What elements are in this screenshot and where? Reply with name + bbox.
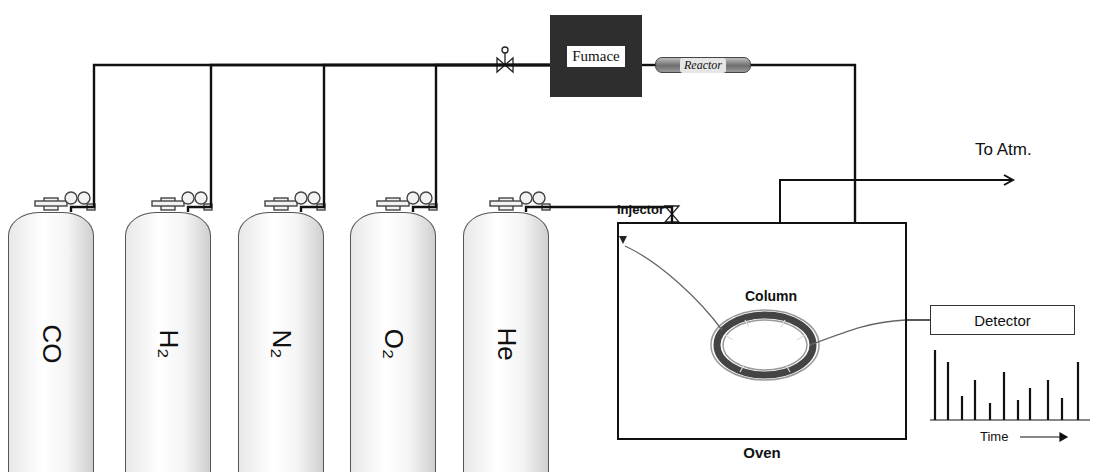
axis-label: Time	[980, 429, 1008, 444]
node-text: O₂	[378, 328, 409, 358]
gas-cylinder: He	[463, 212, 549, 472]
regulators	[35, 192, 550, 210]
furnace-box: Fumace	[550, 15, 642, 97]
chromatogram	[930, 350, 1090, 420]
gas-line	[642, 65, 655, 66]
gas-cylinder: O₂	[350, 212, 436, 472]
oven-box: Oven	[617, 222, 907, 440]
reactor-tube: Reactor	[655, 57, 751, 73]
gas-line	[413, 65, 550, 212]
vent-line	[780, 175, 1013, 222]
gas-line	[188, 65, 550, 212]
gas-cylinder: CO	[8, 212, 94, 472]
gas-line	[71, 65, 550, 212]
node-text: N₂	[266, 329, 297, 358]
gas-line	[301, 65, 550, 212]
gas-line	[751, 65, 855, 222]
gas-cylinder: N₂	[238, 212, 324, 472]
column-tubing	[625, 246, 905, 345]
node-text: CO	[36, 324, 67, 363]
node-text: Detector	[974, 312, 1031, 329]
valve	[497, 47, 513, 72]
column-coil	[711, 310, 819, 380]
node-text: Fumace	[567, 46, 624, 67]
node-text: Oven	[743, 444, 781, 461]
gas-line	[188, 65, 550, 212]
time-arrow	[1020, 433, 1067, 441]
gas-line	[413, 65, 550, 212]
vent-label: To Atm.	[975, 140, 1032, 160]
gas-cylinder: H₂	[125, 212, 211, 472]
node-text: H₂	[153, 329, 184, 358]
gas-line	[71, 65, 550, 212]
injector-label: Injector	[617, 202, 664, 217]
gas-line	[301, 65, 550, 212]
node-text: Reactor	[680, 58, 726, 73]
node-text: He	[491, 327, 522, 360]
column-label: Column	[745, 288, 797, 304]
gas-line	[907, 320, 930, 321]
gas-line	[751, 65, 855, 222]
injector-mark	[619, 236, 627, 244]
gas-line	[642, 64, 655, 66]
detector-box: Detector	[930, 305, 1075, 335]
gas-line	[907, 319, 930, 320]
